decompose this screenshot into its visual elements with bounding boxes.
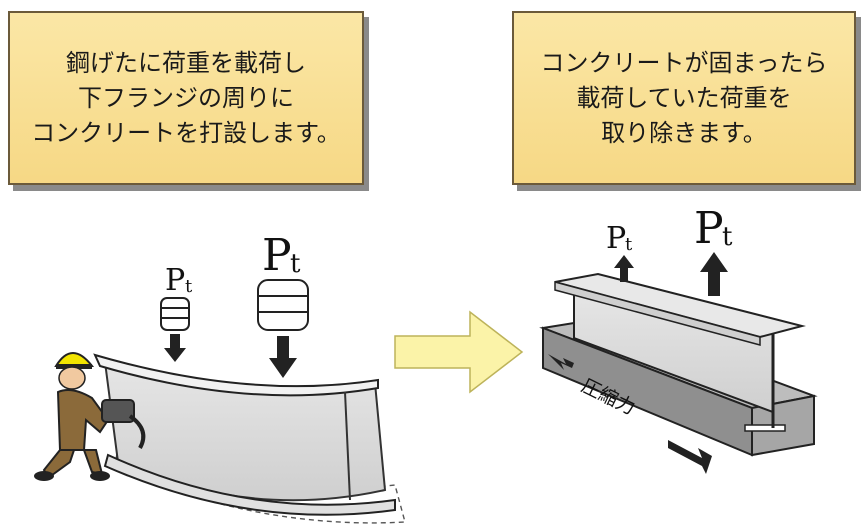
curved-top-flange [93,353,379,397]
compression-arrow-left-icon [548,354,574,370]
left-instruction-box: 鋼げたに荷重を載荷し 下フランジの周りに コンクリートを打設します。 [8,11,364,185]
large-upward-arrow-icon [700,252,728,296]
large-load-P: P [262,230,292,281]
right-scene: P t P t 圧縮力 [539,203,818,474]
compression-arrow-right-icon [668,440,712,474]
right-instruction-text: コンクリートが固まったら 載荷していた荷重を 取り除きます。 [540,48,828,147]
left-instruction-text: 鋼げたに荷重を載荷し 下フランジの周りに コンクリートを打設します。 [31,48,341,147]
girder-stiffener [344,391,351,501]
curved-bottom-flange [103,453,396,516]
large-load-weight [257,279,309,378]
right-large-load-P: P [694,203,724,254]
worker-figure [34,352,146,481]
right-small-load-P: P [606,221,626,256]
small-load-P: P [165,263,185,298]
left-scene: P t P t [34,230,406,524]
right-small-load-subscript: t [625,234,633,255]
right-large-load-subscript: t [722,222,733,252]
small-upward-arrow-icon [614,255,634,282]
large-load-subscript: t [290,249,301,279]
right-instruction-box: コンクリートが固まったら 載荷していた荷重を 取り除きます。 [512,11,856,185]
small-load-weight [160,297,190,362]
transition-arrow-icon [394,310,524,394]
embedded-flange-section [744,424,786,432]
small-load-subscript: t [185,276,193,297]
